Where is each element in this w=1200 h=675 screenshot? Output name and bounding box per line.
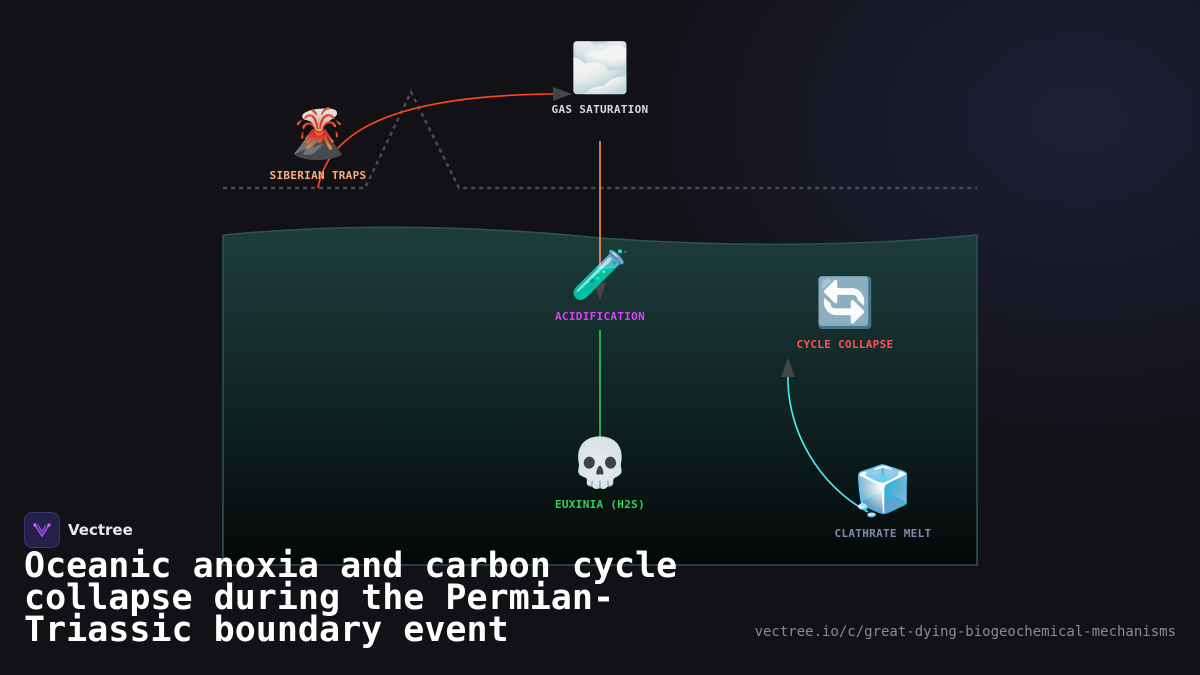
- page-title: Oceanic anoxia and carbon cycle collapse…: [24, 546, 678, 650]
- euxinia-icon: 💀: [570, 435, 630, 491]
- cycle-collapse-icon: 🔄: [815, 275, 875, 331]
- euxinia-label: EUXINIA (H2S): [555, 498, 645, 511]
- arrowhead-collapse: [781, 358, 795, 377]
- brand-name: Vectree: [68, 521, 133, 539]
- brand[interactable]: Vectree: [24, 512, 133, 548]
- arrowhead-acid: [594, 283, 606, 301]
- vectree-logo-icon: [24, 512, 60, 548]
- siberian-traps-icon: 🌋: [288, 106, 348, 162]
- acidification-icon: 🧪: [570, 247, 630, 303]
- land-surface-line: [223, 89, 977, 190]
- cycle-collapse-label: CYCLE COLLAPSE: [796, 338, 894, 351]
- clathrate-melt-icon: 🧊: [853, 463, 913, 519]
- gas-saturation-label: GAS SATURATION: [551, 103, 649, 116]
- source-url[interactable]: vectree.io/c/great-dying-biogeochemical-…: [754, 624, 1176, 640]
- gas-saturation-icon: 🌫️: [570, 40, 630, 96]
- arrow-traps-to-gas: [317, 93, 556, 189]
- arrowhead-gas: [553, 87, 572, 101]
- siberian-traps-label: SIBERIAN TRAPS: [269, 169, 367, 182]
- acidification-label: ACIDIFICATION: [555, 310, 645, 323]
- clathrate-melt-label: CLATHRATE MELT: [834, 527, 932, 540]
- arrow-clathrate-to-collapse: [787, 375, 869, 513]
